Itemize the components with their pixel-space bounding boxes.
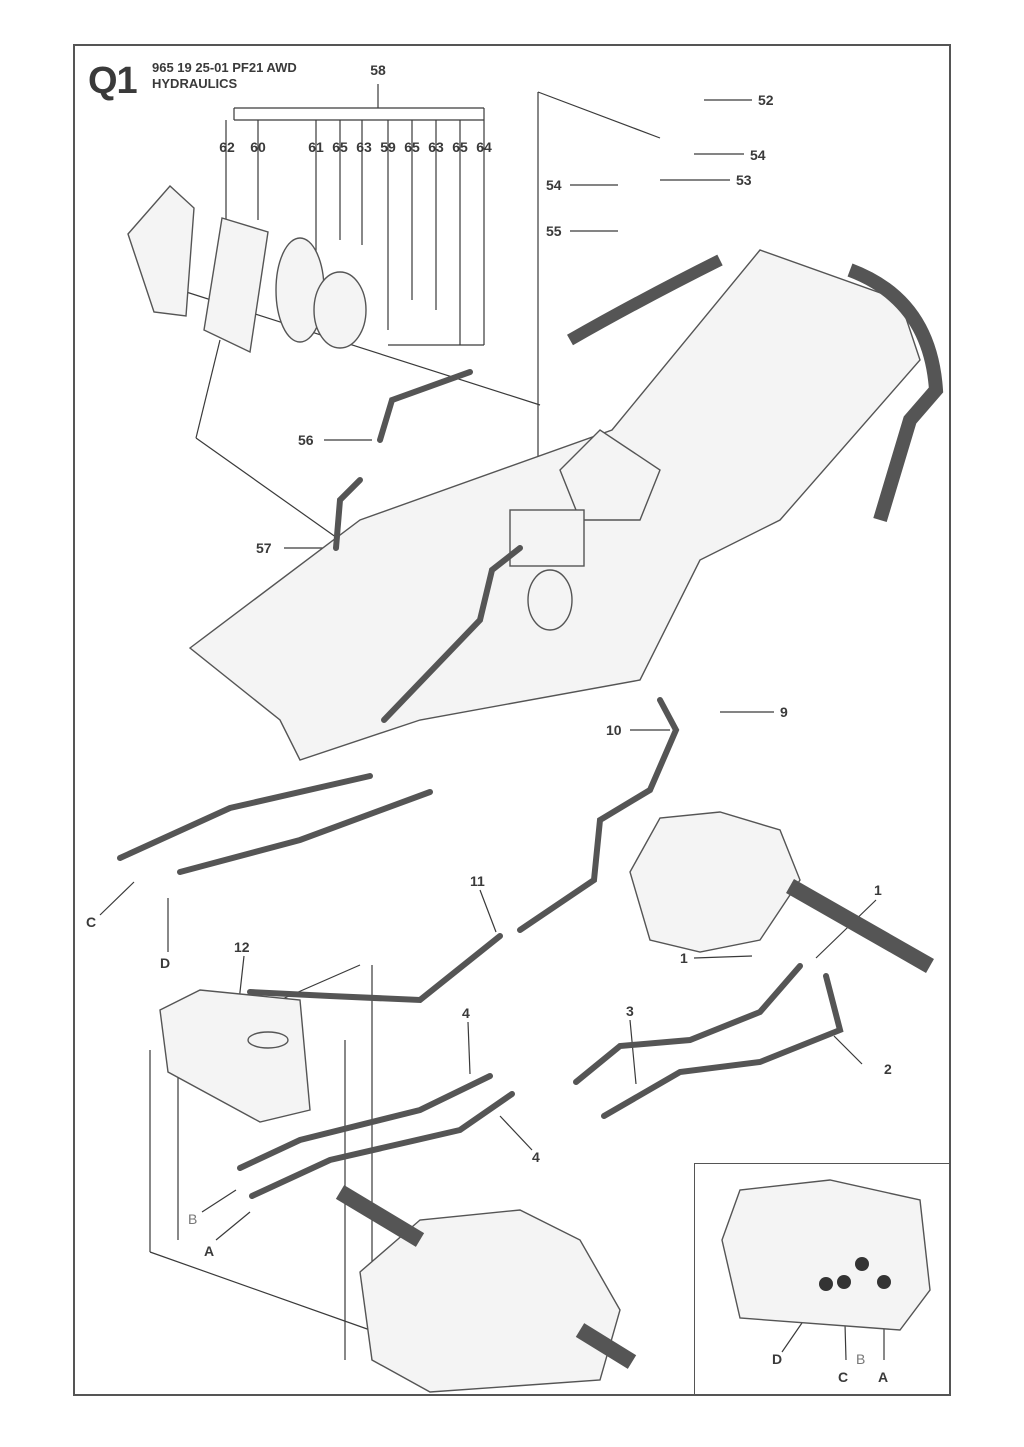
port-label-d: D (160, 955, 170, 971)
callout-65-a: 65 (332, 139, 348, 155)
port-label-b: B (188, 1211, 197, 1227)
diagram-frame (73, 44, 951, 1396)
callout-3: 3 (626, 1003, 634, 1019)
section-code: Q1 (88, 60, 138, 102)
port-label-a: A (204, 1243, 214, 1259)
callout-54-a: 54 (750, 147, 766, 163)
callout-4-a: 4 (462, 1005, 470, 1021)
callout-65-c: 65 (452, 139, 468, 155)
port-label-c: C (86, 914, 96, 930)
diagram-title: HYDRAULICS (152, 76, 238, 91)
callout-12: 12 (234, 939, 250, 955)
callout-1-a: 1 (680, 950, 688, 966)
callout-63-b: 63 (428, 139, 444, 155)
callout-9: 9 (780, 704, 788, 720)
callout-64: 64 (476, 139, 492, 155)
callout-10: 10 (606, 722, 622, 738)
callout-57: 57 (256, 540, 272, 556)
callout-53: 53 (736, 172, 752, 188)
callout-11: 11 (470, 873, 485, 889)
callout-62: 62 (219, 139, 235, 155)
inset-port-a: A (878, 1369, 888, 1385)
callout-1-b: 1 (874, 882, 882, 898)
callout-52: 52 (758, 92, 774, 108)
callout-60: 60 (250, 139, 266, 155)
inset-port-d: D (772, 1351, 782, 1367)
callout-55: 55 (546, 223, 562, 239)
model-number: 965 19 25-01 PF21 AWD (152, 60, 297, 75)
callout-58: 58 (370, 62, 386, 78)
inset-port-c: C (838, 1369, 848, 1385)
transmission-port-inset (694, 1163, 950, 1395)
callout-63-a: 63 (356, 139, 372, 155)
inset-port-b: B (856, 1351, 865, 1367)
callout-61: 61 (308, 139, 324, 155)
callout-4-b: 4 (532, 1149, 540, 1165)
callout-2: 2 (884, 1061, 892, 1077)
callout-56: 56 (298, 432, 314, 448)
callout-65-b: 65 (404, 139, 420, 155)
callout-59: 59 (380, 139, 396, 155)
callout-54-b: 54 (546, 177, 562, 193)
